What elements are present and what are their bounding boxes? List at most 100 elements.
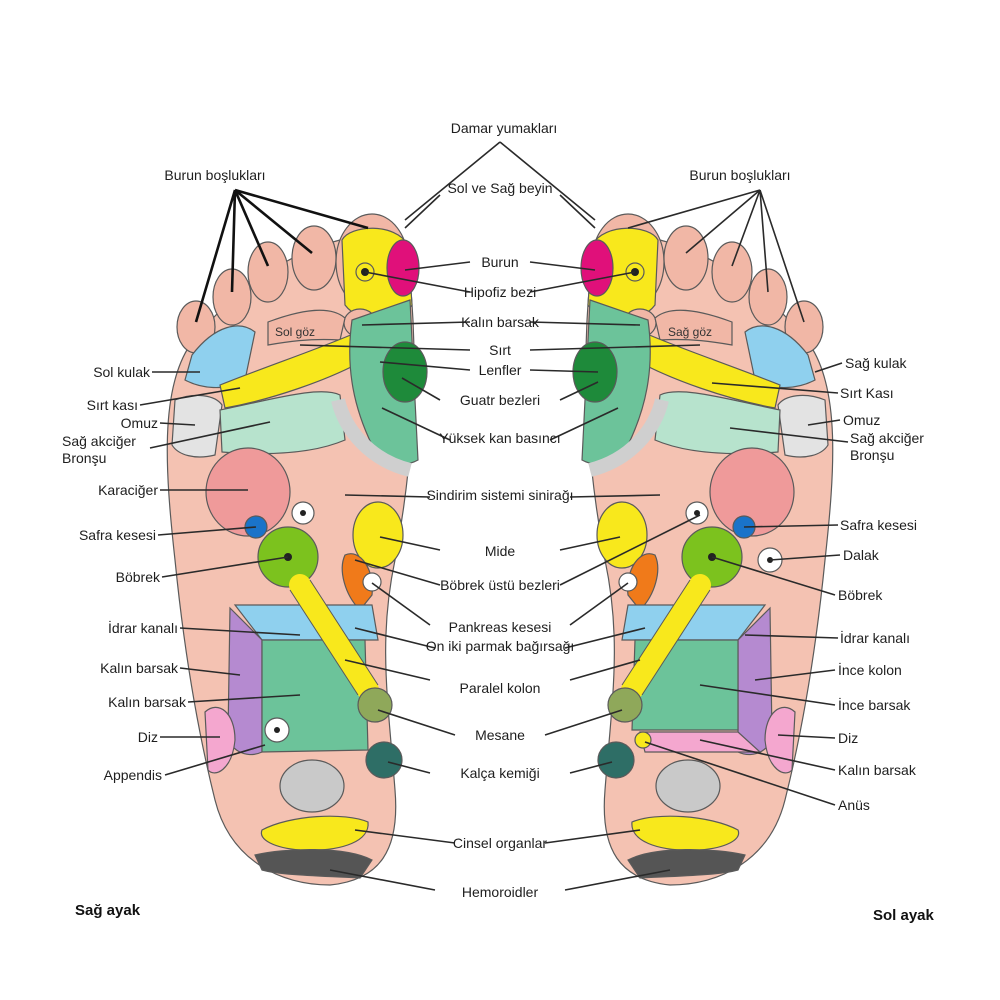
label-left-diz: Diz	[138, 729, 158, 745]
label-left-sag-akciger: Sağ akciğer Bronşu	[62, 433, 136, 466]
label-hipofiz: Hipofiz bezi	[464, 284, 536, 300]
right-genital-zone	[260, 815, 369, 851]
label-right-kalin-barsak: Kalın barsak	[838, 762, 917, 778]
label-yuksek-kan-wrap: Yüksek kan basıncı	[439, 430, 561, 446]
label-yuksek-kan-basinci: Yüksek kan basıncı	[439, 430, 561, 446]
left-hemorrhoid-zone	[627, 849, 746, 879]
label-paralel-kolon: Paralel kolon	[460, 680, 541, 696]
left-foot: Sağ göz	[572, 213, 834, 886]
label-sag-kulak: Sağ kulak	[845, 355, 907, 371]
right-heel-oval	[279, 759, 345, 813]
label-left-sirt-kasi: Sırt kası	[87, 397, 138, 413]
right-ureter-band	[289, 574, 379, 701]
label-right-sag-akciger: Sağ akciğer Bronşu	[850, 430, 924, 463]
left-anus-zone	[634, 731, 652, 749]
label-burun: Burun	[481, 254, 518, 270]
right-ureter-outline	[289, 579, 379, 696]
right-stomach-zone	[352, 501, 404, 569]
left-stomach-zone	[596, 501, 648, 569]
label-left-bobrek: Böbrek	[116, 569, 161, 585]
label-appendis: Appendis	[104, 767, 162, 783]
label-mide: Mide	[485, 543, 516, 559]
left-heel-arc	[588, 398, 669, 477]
label-left-kalin-barsak-1: Kalın barsak	[100, 660, 179, 676]
right-foot: Sol göz	[166, 213, 428, 886]
label-right-akciger-wrap: Sağ akciğer Bronşu	[850, 430, 924, 463]
right-nose-zone	[386, 239, 420, 297]
left-pancreas-zone	[627, 553, 659, 611]
right-eye-band	[267, 309, 346, 346]
left-nose-zone	[580, 239, 614, 297]
label-damar-yumaklari: Damar yumakları	[451, 120, 558, 136]
right-foot-title: Sağ ayak	[75, 902, 141, 919]
left-ureter-band	[621, 574, 711, 701]
right-hip-zone	[365, 741, 403, 779]
left-shoulder-zone	[777, 394, 829, 458]
label-right-safra: Safra kesesi	[840, 517, 917, 533]
label-right-idrar: İdrar kanalı	[840, 629, 910, 646]
label-cinsel-wrap: Cinsel organlar	[452, 835, 548, 851]
right-lymph-zone	[382, 341, 428, 403]
label-bobrek-ustu-wrap: Böbrek üstü bezleri	[440, 577, 560, 593]
right-liver-zone	[205, 447, 291, 537]
label-left-safra: Safra kesesi	[79, 527, 156, 543]
right-eye-text: Sol göz	[275, 325, 315, 339]
label-right-sirt-kasi: Sırt Kası	[840, 385, 894, 401]
left-heel-oval	[655, 759, 721, 813]
label-kalca: Kalça kemiği	[460, 765, 539, 781]
label-dalak: Dalak	[843, 547, 880, 563]
labels: Damar yumakları Sol ve Sağ beyin Burun H…	[62, 120, 935, 924]
left-bladder-zone	[607, 687, 643, 723]
right-bladder-zone	[357, 687, 393, 723]
label-sol-ve-sag-beyin: Sol ve Sağ beyin	[447, 180, 552, 196]
label-sirt: Sırt	[489, 342, 511, 358]
label-pankreas: Pankreas kesesi	[449, 619, 552, 635]
right-ear-zone	[184, 325, 256, 389]
left-toe-4	[748, 268, 788, 326]
label-karaciger: Karaciğer	[98, 482, 158, 498]
left-hip-zone	[597, 741, 635, 779]
label-lenfler: Lenfler	[479, 362, 522, 378]
left-toe-3	[711, 241, 753, 303]
label-cinsel: Cinsel organlar	[452, 835, 548, 851]
left-foot-title: Sol ayak	[873, 907, 935, 924]
label-left-omuz: Omuz	[121, 415, 158, 431]
left-ear-zone	[744, 325, 816, 389]
label-left-burun-bosluklari: Burun boşlukları	[164, 167, 265, 183]
left-ureter-outline	[621, 579, 711, 696]
label-right-burun-bosluklari: Burun boşlukları	[689, 167, 790, 183]
leader-lines	[139, 141, 849, 891]
label-mesane: Mesane	[475, 727, 525, 743]
label-on-iki-wrap: On iki parmak bağırsağı	[425, 638, 575, 654]
label-left-idrar: İdrar kanalı	[108, 619, 178, 636]
label-left-kalin-barsak-2: Kalın barsak	[108, 694, 187, 710]
right-heel-arc	[331, 398, 412, 477]
label-sindirim-sistemi: Sindirim sistemi sinirağı	[426, 487, 574, 503]
label-guatr: Guatr bezleri	[460, 392, 540, 408]
label-sindirim-wrap: Sindirim sistemi sinirağı	[426, 487, 574, 503]
label-right-bobrek: Böbrek	[838, 587, 883, 603]
left-genital-zone	[631, 815, 740, 851]
left-salmon-zone	[709, 447, 795, 537]
right-shoulder-zone	[171, 394, 223, 458]
left-toe-2	[663, 225, 709, 291]
label-left-akciger-wrap: Sağ akciğer Bronşu	[62, 433, 136, 466]
right-toe-3	[247, 241, 289, 303]
right-toe-2	[291, 225, 337, 291]
label-sol-kulak: Sol kulak	[93, 364, 151, 380]
label-bobrek-ustu: Böbrek üstü bezleri	[440, 577, 560, 593]
left-eye-band	[654, 309, 733, 346]
right-pancreas-zone	[341, 553, 373, 611]
left-eye-text: Sağ göz	[668, 325, 712, 339]
label-on-iki-parmak: On iki parmak bağırsağı	[425, 638, 575, 654]
label-hemoroidler: Hemoroidler	[462, 884, 539, 900]
label-ince-kolon: İnce kolon	[838, 661, 902, 678]
label-right-diz: Diz	[838, 730, 858, 746]
label-ince-barsak: İnce barsak	[838, 696, 911, 713]
label-right-omuz: Omuz	[843, 412, 880, 428]
right-hemorrhoid-zone	[254, 849, 373, 879]
label-anus: Anüs	[838, 797, 870, 813]
label-kalin-bagirsak: Kalın barsak	[461, 314, 540, 330]
